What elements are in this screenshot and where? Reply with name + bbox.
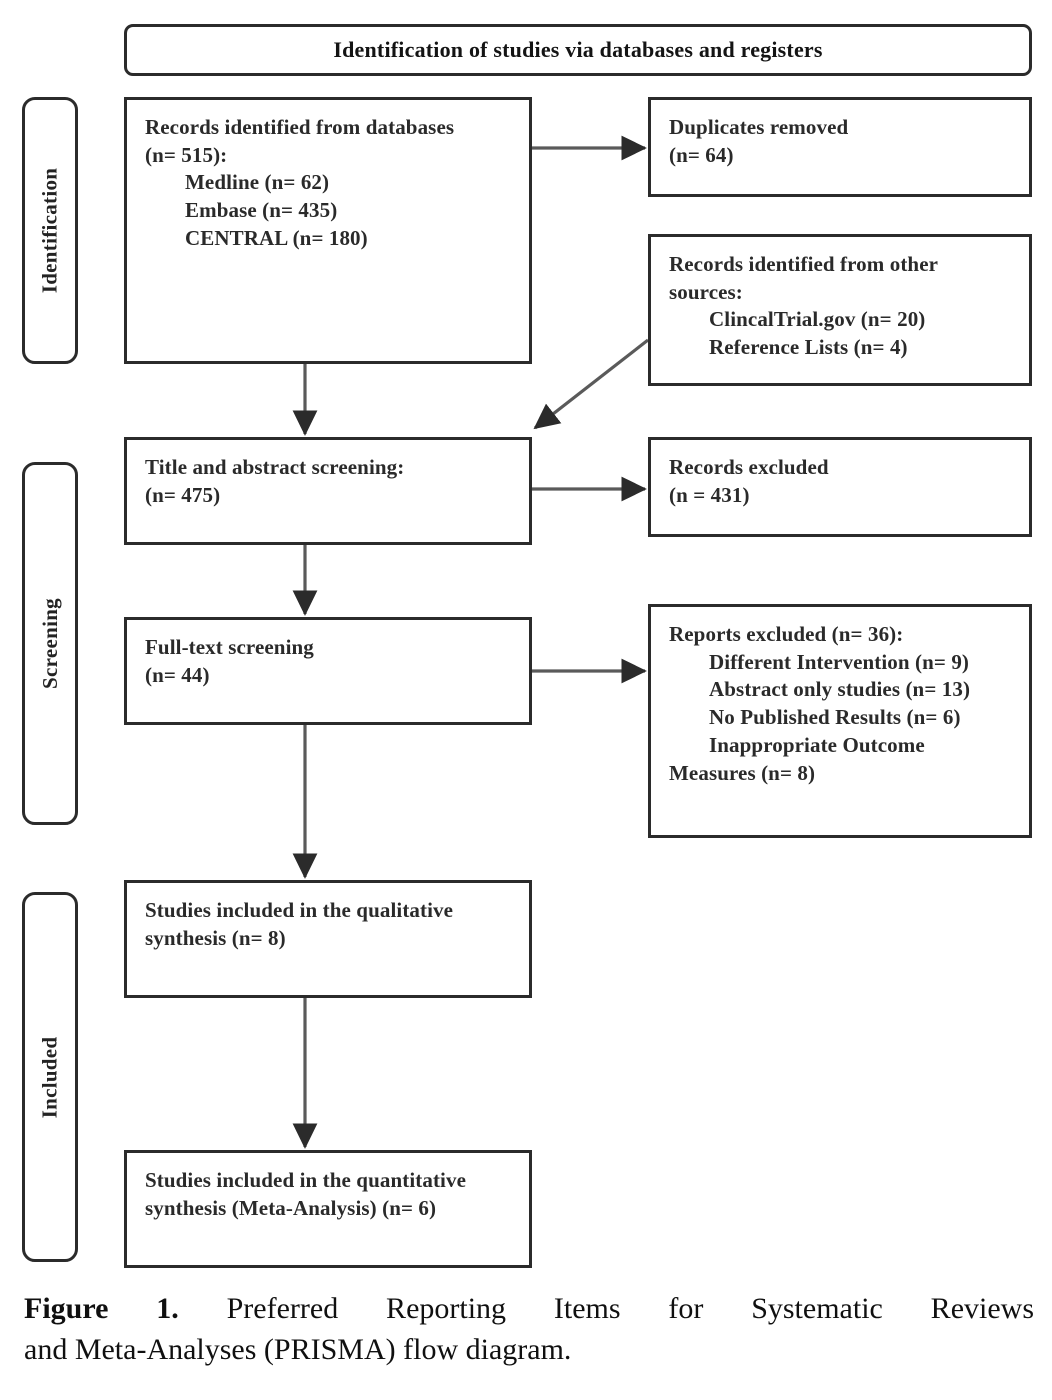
box-title-abstract-screening: Title and abstract screening: (n= 475) — [124, 437, 532, 545]
box-line-1: Records identified from other — [669, 252, 939, 276]
stage-label-included-text: Included — [37, 1036, 62, 1118]
box-line-4: Reference Lists (n= 4) — [709, 335, 908, 360]
box-line-2: Different Intervention (n= 9) — [709, 649, 970, 674]
box-line-2: (n= 475) — [145, 482, 221, 507]
box-line-1: Studies included in the quantitative — [145, 1168, 466, 1192]
stage-label-screening: Screening — [22, 462, 78, 825]
box-line-1: Duplicates removed — [669, 115, 849, 139]
box-line-1: Studies included in the qualitative — [145, 898, 454, 922]
box-line-2: synthesis (n= 8) — [145, 925, 286, 950]
box-line-1: Records excluded — [669, 455, 829, 479]
stage-label-identification: Identification — [22, 97, 78, 364]
box-line-2: sources: — [669, 279, 743, 304]
stage-label-included: Included — [22, 892, 78, 1262]
box-duplicates-removed: Duplicates removed (n= 64) — [648, 97, 1032, 197]
box-studies-included-qualitative: Studies included in the qualitative synth… — [124, 880, 532, 998]
box-line-5: Inappropriate Outcome — [709, 732, 925, 757]
diagram-title-text: Identification of studies via databases … — [333, 37, 823, 62]
prisma-flow-diagram: Identification of studies via databases … — [22, 24, 1032, 1268]
box-line-3: Abstract only studies (n= 13) — [709, 677, 971, 702]
box-line-4: Embase (n= 435) — [185, 198, 338, 223]
box-records-excluded: Records excluded (n = 431) — [648, 437, 1032, 537]
box-line-2: synthesis (Meta-Analysis) (n= 6) — [145, 1195, 437, 1220]
box-studies-included-quantitative: Studies included in the quantitative synt… — [124, 1150, 532, 1268]
box-line-1: Records identified from databases — [145, 115, 455, 139]
diagram-title-banner: Identification of studies via databases … — [124, 24, 1032, 76]
box-line-2: (n= 515): — [145, 142, 228, 167]
box-line-6: Measures (n= 8) — [669, 760, 816, 785]
box-records-identified-from-databases: Records identified from databases (n= 515… — [124, 97, 532, 364]
box-line-2: (n = 431) — [669, 482, 750, 507]
figure-caption-line-1: Figure 1. Preferred Reporting Items for … — [24, 1288, 1034, 1329]
figure-caption: Figure 1. Preferred Reporting Items for … — [24, 1288, 1034, 1371]
box-line-2: (n= 64) — [669, 142, 734, 167]
box-line-3: Medline (n= 62) — [185, 170, 330, 195]
stage-label-screening-text: Screening — [37, 598, 62, 689]
box-line-2: (n= 44) — [145, 662, 210, 687]
box-line-4: No Published Results (n= 6) — [709, 705, 961, 730]
figure-caption-label: Figure 1. — [24, 1292, 179, 1325]
box-line-1: Full-text screening — [145, 635, 314, 659]
box-line-5: CENTRAL (n= 180) — [185, 225, 368, 250]
box-full-text-screening: Full-text screening (n= 44) — [124, 617, 532, 725]
arrow-other-sources-to-title-abstract — [533, 338, 649, 430]
box-line-3: ClincalTrial.gov (n= 20) — [709, 307, 926, 332]
stage-label-identification-text: Identification — [37, 167, 62, 294]
box-line-1: Reports excluded (n= 36): — [669, 622, 904, 646]
figure-caption-line-1-rest: Preferred Reporting Items for Systematic… — [178, 1292, 1034, 1325]
box-line-1: Title and abstract screening: — [145, 455, 405, 479]
box-reports-excluded: Reports excluded (n= 36): Different Inter… — [648, 604, 1032, 838]
box-records-identified-other-sources: Records identified from other sources: Cli… — [648, 234, 1032, 386]
figure-caption-line-2: and Meta-Analyses (PRISMA) flow diagram. — [24, 1333, 572, 1367]
